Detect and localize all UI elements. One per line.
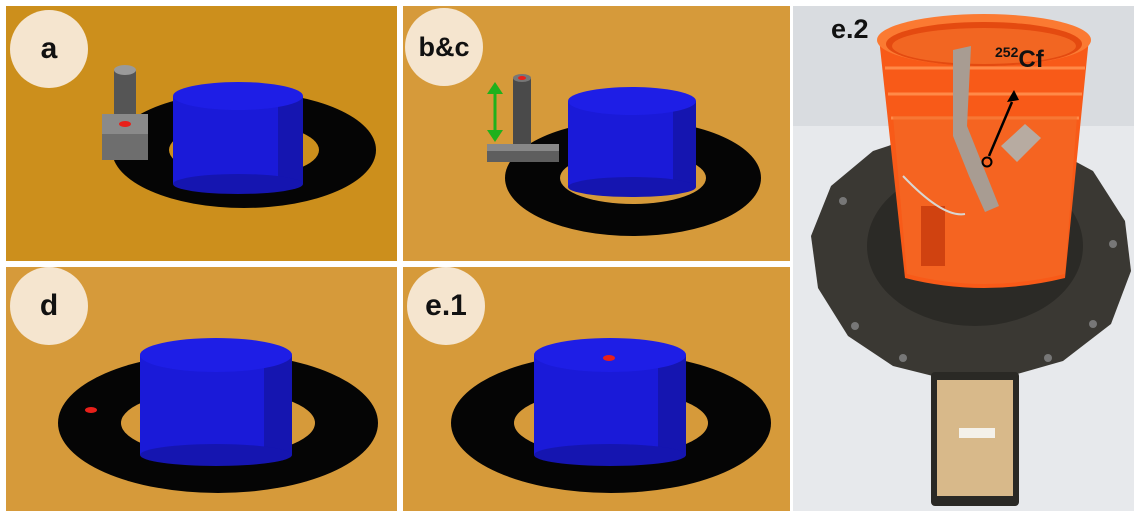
bucket-rim-gap [892,28,1076,64]
diagram-e1 [451,338,771,493]
double-arrow-icon [487,82,503,142]
cylinder-bottom [534,444,686,466]
cylinder-bottom [173,174,303,194]
paper-sticker [959,428,995,438]
cylinder-shade [278,96,303,184]
panel-d: d [6,267,397,511]
cylinder-top [568,87,696,115]
element-symbol: Cf [1018,46,1044,73]
holder-post-top [114,65,136,75]
holder-post [513,78,531,144]
panel-label: a [40,32,58,65]
panel-e2-photo: e.2 252Cf [793,6,1134,511]
diagram-a [102,65,376,208]
source-dot-icon [85,407,97,413]
panel-label-badge: d [10,267,88,345]
panel-label: e.1 [425,289,467,322]
source-dot-icon [603,355,615,361]
panel-label-badge: b&c [405,8,483,86]
panel-e1: e.1 [403,267,790,511]
isotope-mass-number: 252 [995,44,1019,60]
cylinder-shade [673,101,696,187]
bucket-sticker [921,206,945,266]
panel-label-badge: e.1 [407,267,485,345]
panel-label: d [39,289,59,322]
source-label: 252Cf [995,44,1044,74]
photo-illustration [793,6,1134,511]
panel-label-badge: a [10,10,88,88]
cylinder-top [140,338,292,372]
metal-strip [953,46,999,212]
source-position-marker [981,156,993,168]
cylinder-top [173,82,303,110]
arrow-icon [987,90,1019,157]
source-dot-icon [518,76,526,80]
cylinder-top [534,338,686,372]
diagram-d [58,338,378,493]
holder-base-top [487,144,559,151]
cylinder-shade [658,355,686,455]
diagram-bc [487,74,761,236]
source-dot-icon [119,121,131,127]
panel-bc: b&c [403,6,790,261]
cylinder-bottom [568,177,696,197]
cylinder-shade [264,355,292,455]
holder-post [114,70,136,114]
cylinder-bottom [140,444,292,466]
panel-a: a [6,6,397,261]
panel-label: e.2 [831,14,869,44]
panel-label: b&c [418,31,470,62]
